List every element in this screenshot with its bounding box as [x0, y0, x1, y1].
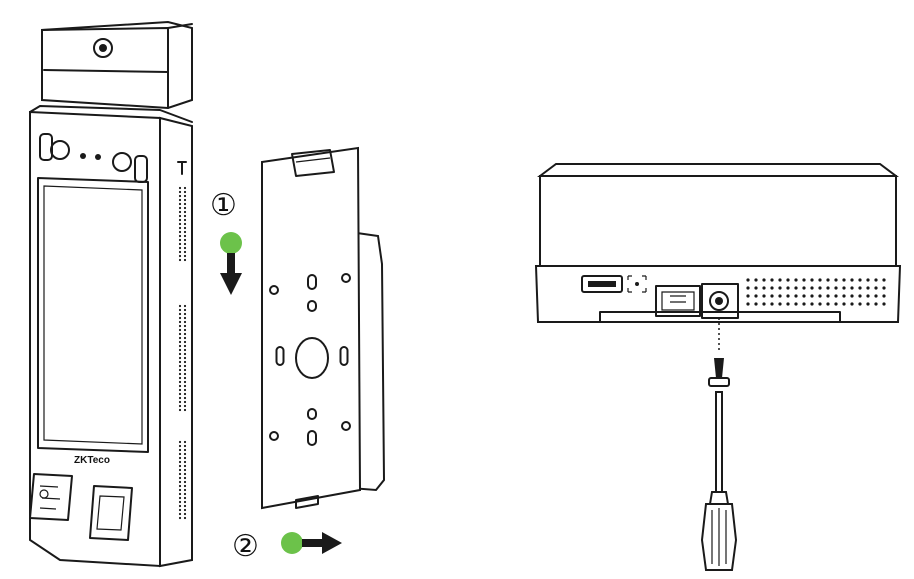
mounting-plate-icon [261, 146, 386, 510]
terminal-bottom-view-icon [534, 163, 902, 352]
step-2: ② [232, 529, 342, 564]
step-2-marker [281, 532, 303, 554]
face-terminal-front-icon: ZKTeco [29, 20, 193, 568]
step-1-number: ① [210, 188, 237, 223]
screw-icon [708, 358, 730, 387]
step-1: ① [210, 188, 242, 295]
screwdriver-icon [700, 391, 738, 571]
arrow-right-icon [302, 532, 342, 554]
step-1-marker [220, 232, 242, 254]
step-2-number: ② [232, 529, 259, 564]
brand-logo: ZKTeco [74, 455, 110, 466]
arrow-down-icon [220, 253, 242, 295]
